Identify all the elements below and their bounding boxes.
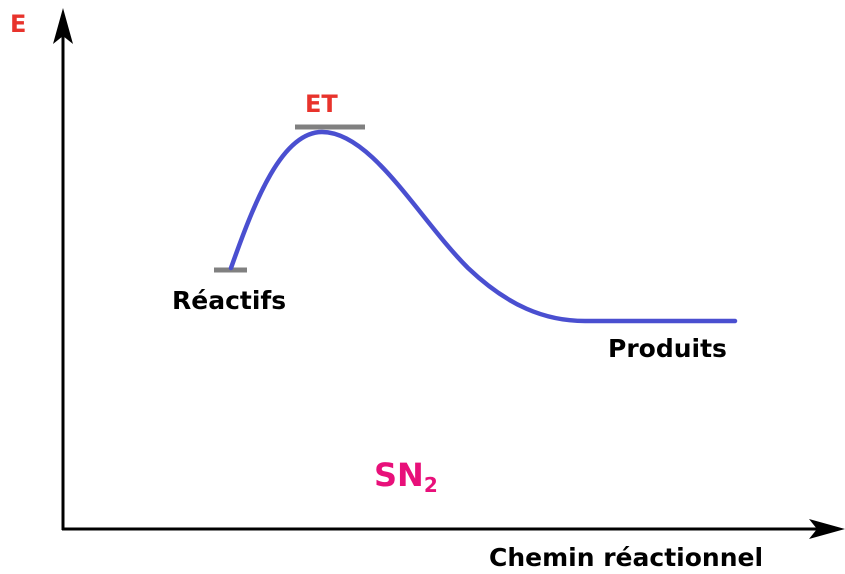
x-axis-label: Chemin réactionnel [489,543,764,572]
products-label: Produits [608,334,727,363]
mechanism-label: SN2 [374,459,438,495]
y-axis-label: E [10,10,27,38]
reactants-label: Réactifs [172,286,287,315]
energy-profile-curve [228,129,738,324]
transition-state-label: ET [305,90,338,118]
mechanism-label-main: SN [374,456,424,494]
y-axis-arrowhead [53,8,73,44]
x-axis-arrowhead [809,519,845,539]
mechanism-label-subscript: 2 [423,473,438,497]
